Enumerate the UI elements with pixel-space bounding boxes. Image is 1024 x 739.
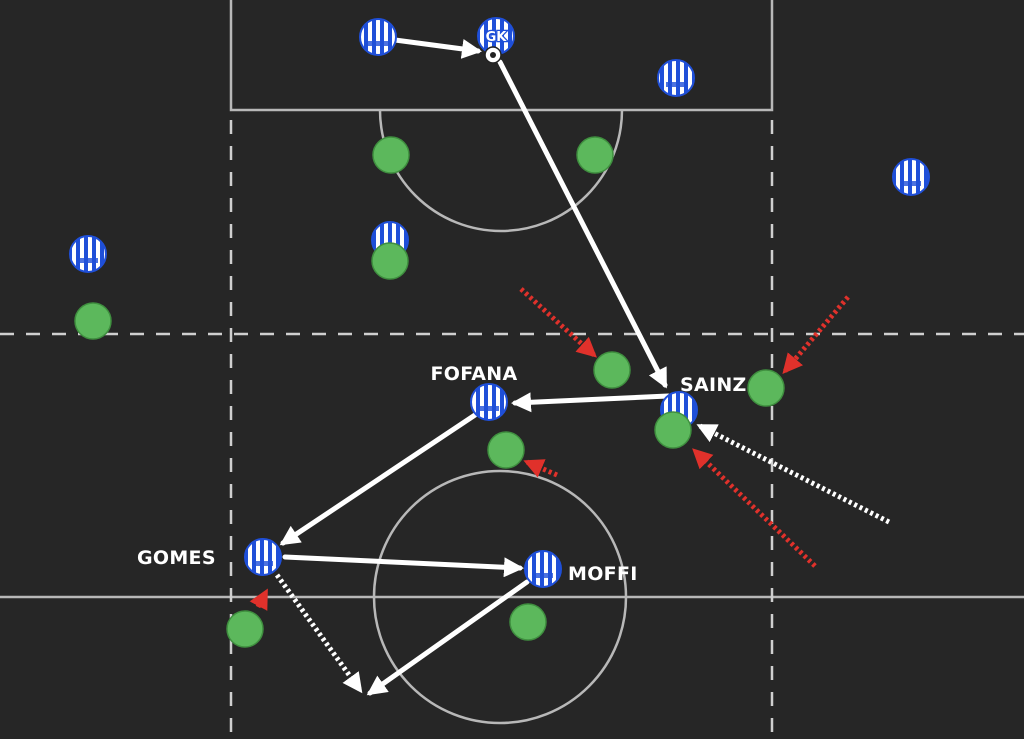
blue-player[interactable] (69, 235, 107, 273)
centre-circle (372, 469, 628, 725)
green-player[interactable] (372, 136, 410, 174)
pressure-arrow (519, 287, 597, 358)
gomes-player[interactable] (244, 538, 282, 576)
pass-arrow (511, 392, 671, 413)
pass-arrow (282, 554, 524, 578)
pass-arrow (497, 59, 668, 389)
pressure-arrow (249, 588, 269, 611)
pass-arrow (392, 37, 482, 59)
green-player[interactable] (371, 242, 409, 280)
green-player[interactable] (487, 431, 525, 469)
fofana-label: FOFANA (430, 363, 517, 385)
pass-arrows (279, 37, 671, 696)
fofana-player[interactable] (470, 383, 508, 421)
green-player[interactable] (747, 369, 785, 407)
penalty-box (229, 0, 774, 112)
opponent-players (74, 136, 785, 648)
run-arrow (696, 423, 891, 525)
blue-player[interactable] (892, 158, 930, 196)
soccer-ball-icon (484, 46, 502, 64)
green-player[interactable] (226, 610, 264, 648)
green-player[interactable] (74, 302, 112, 340)
green-player[interactable] (576, 136, 614, 174)
pressure-arrow (782, 295, 850, 375)
blue-player[interactable] (359, 18, 397, 56)
blue-player[interactable] (657, 59, 695, 97)
gomes-label: GOMES (137, 547, 216, 569)
pass-arrow (366, 579, 530, 696)
moffi-player[interactable] (524, 550, 562, 588)
gk-label: GK (486, 30, 508, 45)
pass-arrow (279, 412, 478, 546)
green-player[interactable] (593, 351, 631, 389)
green-player[interactable] (654, 411, 692, 449)
green-player[interactable] (509, 603, 547, 641)
pressure-arrow (692, 448, 817, 568)
pressure-arrows (249, 287, 850, 611)
sainz-label: SAINZ (680, 374, 747, 396)
goalkeeper-player[interactable]: GK (477, 17, 515, 55)
opponent-players-front (371, 242, 692, 449)
moffi-label: MOFFI (568, 563, 638, 585)
run-arrows (274, 423, 891, 694)
